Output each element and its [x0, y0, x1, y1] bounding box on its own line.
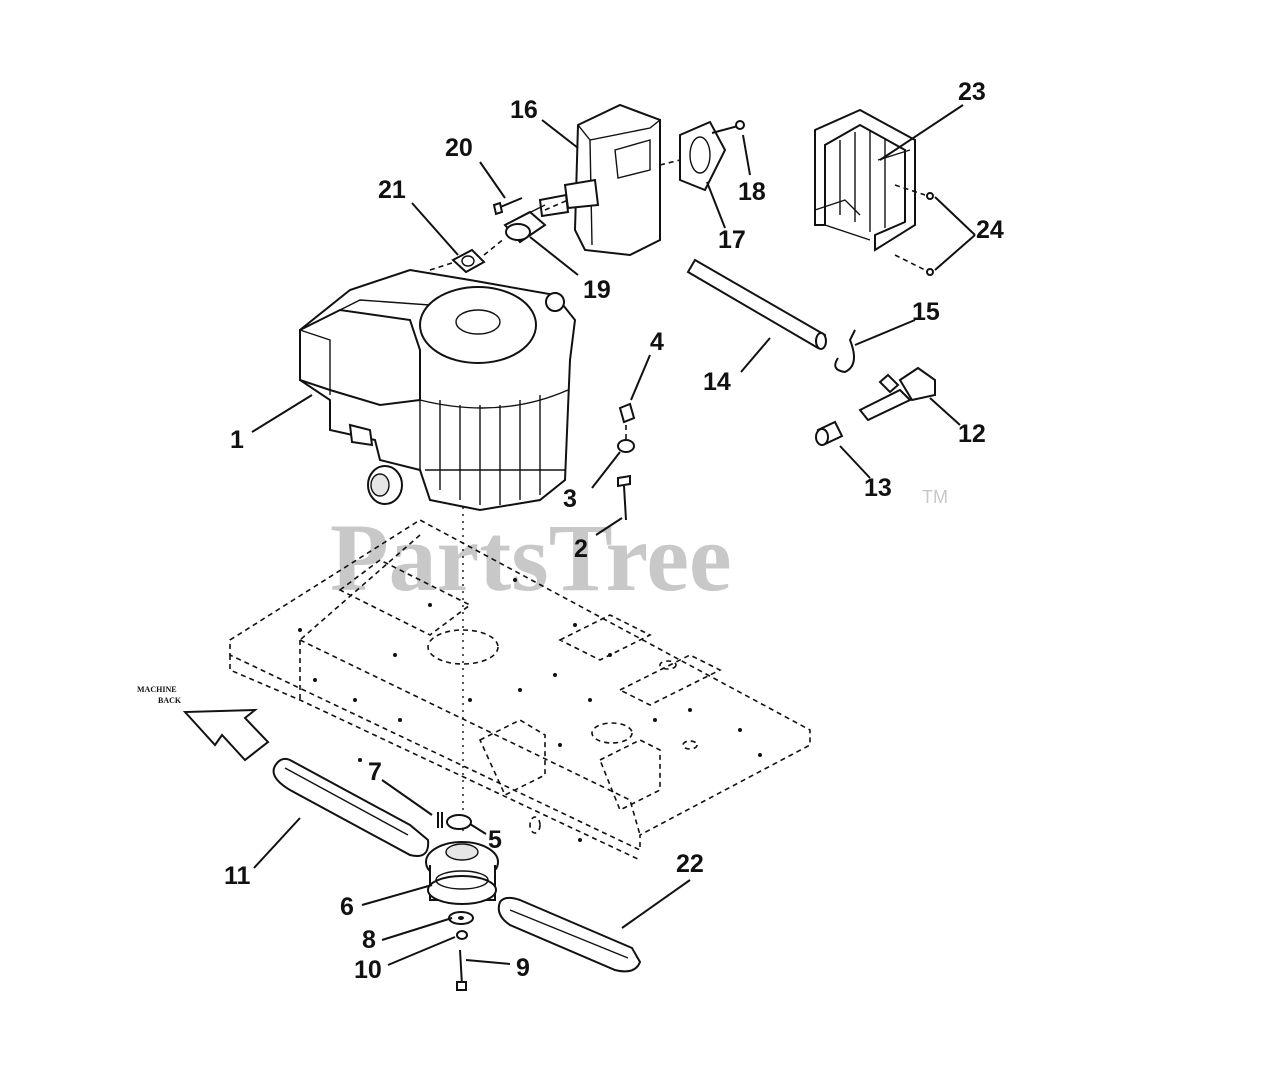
bolt-2	[617, 474, 631, 521]
callout-17: 17	[718, 226, 746, 254]
callout-3: 3	[563, 485, 577, 513]
chassis-frame	[229, 519, 811, 861]
nut-4	[618, 402, 636, 424]
callout-15: 15	[912, 298, 940, 326]
belt-22	[497, 896, 642, 973]
callout-7: 7	[368, 758, 382, 786]
bolt-9	[456, 949, 467, 991]
callout-12: 12	[958, 420, 986, 448]
callout-24: 24	[976, 216, 1004, 244]
exhaust-gasket	[451, 248, 486, 274]
callout-13: 13	[864, 474, 892, 502]
callout-20: 20	[445, 134, 473, 162]
engine	[299, 268, 577, 512]
drain-hose	[686, 258, 827, 350]
lockwasher-10	[456, 930, 468, 940]
callout-1: 1	[230, 426, 244, 454]
callout-18: 18	[738, 178, 766, 206]
bolt-20	[492, 197, 523, 216]
callout-6: 6	[340, 893, 354, 921]
hose-clamp	[834, 329, 856, 374]
callout-5: 5	[488, 826, 502, 854]
spacer-5	[446, 814, 472, 830]
key-7	[437, 812, 443, 828]
callout-4: 4	[650, 328, 664, 356]
callout-19: 19	[583, 276, 611, 304]
callout-9: 9	[516, 954, 530, 982]
washer-3	[617, 439, 635, 453]
callout-22: 22	[676, 850, 704, 878]
muffler-gasket	[679, 120, 727, 192]
callout-10: 10	[354, 956, 382, 984]
machine-back-line1: MACHINE	[137, 685, 177, 694]
callout-11: 11	[224, 862, 251, 890]
screws-24	[894, 184, 934, 276]
machine-back-line2: BACK	[158, 696, 182, 705]
leader-lines	[251, 104, 976, 966]
callout-2: 2	[574, 535, 588, 563]
callout-8: 8	[362, 926, 376, 954]
watermark-trademark: TM	[922, 487, 948, 507]
callout-23: 23	[958, 78, 986, 106]
muffler	[538, 103, 661, 257]
exhaust-elbow	[503, 204, 547, 244]
belt-11	[272, 757, 430, 857]
drain-valve	[858, 366, 936, 422]
screw-18	[711, 120, 745, 134]
callout-16: 16	[510, 96, 538, 124]
machine-back-arrow: MACHINE BACK	[137, 685, 270, 762]
pulley	[425, 841, 499, 905]
muffler-guard	[814, 108, 916, 252]
drain-cap	[815, 420, 844, 446]
watermark-text: PartsTree	[330, 504, 732, 611]
callout-labels: 1 2 3 4 5 6 7 8 9 10 11 12 13 14 15 16 1…	[224, 78, 1004, 984]
callout-21: 21	[378, 176, 406, 204]
washer-8	[448, 911, 474, 925]
callout-14: 14	[703, 368, 731, 396]
